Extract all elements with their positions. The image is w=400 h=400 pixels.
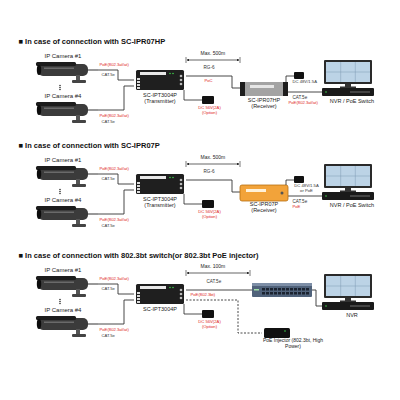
ip-camera: IP Camera #4 <box>28 306 98 336</box>
device-label: NVR <box>322 312 382 318</box>
adapter-note: DC 56V(2A) (Option) <box>193 106 226 115</box>
device-label: IP Camera #1 <box>28 156 98 164</box>
ip-camera: IP Camera #1 <box>28 266 98 296</box>
adapter-note: DC 48V/1.5A or PoE <box>292 184 321 193</box>
device-picture-area <box>28 204 98 226</box>
power-note: PoE(802.3bt) <box>190 293 216 298</box>
cable-type: CAT.5e <box>101 177 115 182</box>
distance-dimension <box>186 57 250 276</box>
poe-injector-device <box>264 328 290 338</box>
power-note: PoE(802.3af/at) <box>99 218 129 223</box>
poe-injector: PoE Injector (802.3bt, High Power) <box>262 326 324 350</box>
device-picture-area <box>28 314 98 336</box>
transmitter-unit: SC-IPT3004P (Transmitter) <box>134 172 186 209</box>
cable-line <box>288 92 322 93</box>
cable-line <box>98 284 134 294</box>
adapter-note: DC 48V/1.5A <box>292 80 317 85</box>
section-heading: ■ In case of connection with SC-IPR07P <box>18 142 160 150</box>
power-note: PoE(802.3af/at) <box>99 167 129 172</box>
cable-type: CAT.5e <box>101 224 115 229</box>
distance-note: Max. 500m <box>200 155 226 161</box>
device-picture-area <box>28 274 98 296</box>
device-picture-area <box>134 282 186 306</box>
section-heading: ■ In case of connection with 802.3bt swi… <box>18 252 259 260</box>
power-note: PoC <box>204 79 213 84</box>
device-picture-area <box>322 58 382 98</box>
device-picture-area <box>134 68 186 92</box>
nvr-station: NVR / PoE Switch <box>322 58 382 104</box>
device-label: NVR / PoE Switch <box>322 98 382 104</box>
cable-type: CAT.5e <box>206 279 222 284</box>
device-picture-area <box>134 172 186 196</box>
ip-camera: IP Camera #4 <box>28 92 98 122</box>
distance-note: Max. 100m <box>200 264 226 270</box>
device-picture-area <box>28 164 98 186</box>
ip-camera: IP Camera #1 <box>28 156 98 186</box>
device-picture-area <box>240 185 288 201</box>
device-label: NVR / PoE Switch <box>322 202 382 208</box>
cable-type: CAT.5e <box>101 287 115 292</box>
device-picture-area <box>262 326 324 338</box>
receiver-unit: SC-IPR07HP (Receiver) <box>240 81 288 110</box>
power-note: PoE <box>292 205 301 210</box>
poe-switch-device <box>252 283 312 297</box>
device-picture-area <box>28 100 98 122</box>
device-picture-area <box>322 162 382 202</box>
device-label: IP Camera #1 <box>28 52 98 60</box>
transmitter-unit: SC-IPT3004P <box>134 282 186 312</box>
ip-camera: IP Camera #1 <box>28 52 98 82</box>
cable-type: CAT.5e <box>101 120 115 125</box>
distance-note: Max. 500m <box>200 51 226 57</box>
cable-line <box>288 196 322 197</box>
device-picture-area <box>240 81 288 97</box>
section-two-devices <box>36 164 374 227</box>
device-label: IP Camera #4 <box>28 92 98 100</box>
adapter-note: DC 56V(2A) (Option) <box>193 320 226 329</box>
cable-type: RG-6 <box>203 169 215 174</box>
cable-type: CAT.5e <box>101 73 115 78</box>
device-label: SC-IPT3004P (Transmitter) <box>134 196 186 209</box>
cable-type: CAT.5e <box>292 95 308 100</box>
cable-line <box>98 300 134 324</box>
cable-type: CAT.5e <box>101 334 115 339</box>
power-note: PoE(802.3af/at) <box>99 114 129 119</box>
device-picture-area <box>28 60 98 82</box>
power-note: PoE(802.3af/at) <box>288 101 318 106</box>
device-label: PoE Injector (802.3bt, High Power) <box>262 338 324 350</box>
power-note: PoE(802.3af/at) <box>99 277 129 282</box>
section-heading: ■ In case of connection with SC-IPR07HP <box>18 38 166 46</box>
device-label: SC-IPT3004P (Transmitter) <box>134 92 186 105</box>
device-label: SC-IPR07HP (Receiver) <box>240 97 288 110</box>
cable-line <box>98 190 134 214</box>
adapter-note: DC 56V(2A) (Option) <box>193 210 226 219</box>
device-label: IP Camera #4 <box>28 196 98 204</box>
cable-type: CAT.5e <box>292 199 308 204</box>
cable-line <box>98 174 134 184</box>
optional-cable <box>186 300 262 333</box>
cable-type: RG-6 <box>203 65 215 70</box>
section-one-devices <box>36 60 374 123</box>
transmitter-unit: SC-IPT3004P (Transmitter) <box>134 68 186 105</box>
receiver-device <box>240 176 304 201</box>
device-label: SC-IPR07P (Receiver) <box>240 201 288 214</box>
power-note: PoE(802.3af/at) <box>99 63 129 68</box>
receiver-unit: SC-IPR07P (Receiver) <box>240 185 288 214</box>
power-note: PoE(802.3af/at) <box>99 328 129 333</box>
cable-line <box>98 86 134 110</box>
cable-line <box>98 70 134 80</box>
cable-line <box>186 180 240 192</box>
nvr-station: NVR / PoE Switch <box>322 162 382 208</box>
device-label: IP Camera #1 <box>28 266 98 274</box>
device-label: IP Camera #4 <box>28 306 98 314</box>
cable-line <box>186 76 240 88</box>
device-label: SC-IPT3004P <box>134 306 186 312</box>
device-picture-area <box>322 272 382 312</box>
ip-camera: IP Camera #4 <box>28 196 98 226</box>
nvr-station: NVR <box>322 272 382 318</box>
section-three-devices <box>36 274 374 337</box>
